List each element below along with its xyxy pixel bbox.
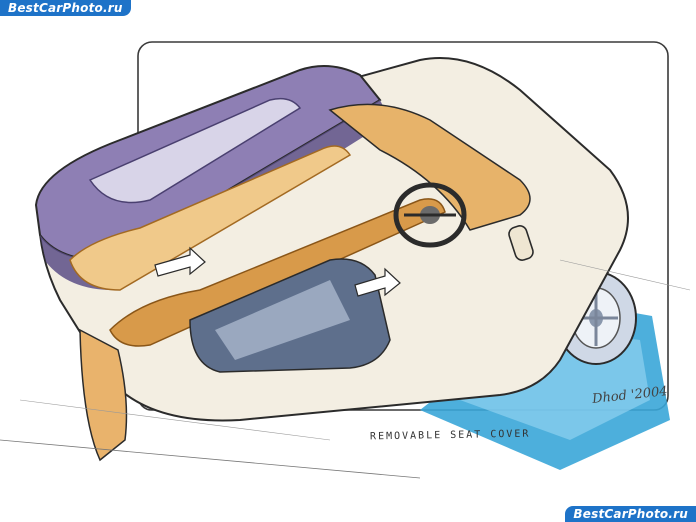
watermark-bottom: BestCarPhoto.ru: [565, 506, 696, 522]
dashboard: [328, 103, 531, 231]
construction-line: [0, 439, 421, 479]
seat-highlight: [215, 280, 350, 360]
roof-shadow: [40, 100, 390, 291]
arrow-marker: [354, 267, 401, 297]
watermark-top: BestCarPhoto.ru: [0, 0, 131, 16]
side-rail-upper: [69, 145, 352, 291]
side-mirror: [508, 225, 534, 261]
tail-lights: [79, 328, 128, 462]
side-rail-lower: [109, 198, 446, 347]
roof-window: [88, 97, 302, 204]
steering-wheel: [393, 182, 467, 248]
construction-line: [19, 399, 331, 441]
construction-line: [559, 259, 691, 291]
arrow-marker: [154, 246, 206, 277]
